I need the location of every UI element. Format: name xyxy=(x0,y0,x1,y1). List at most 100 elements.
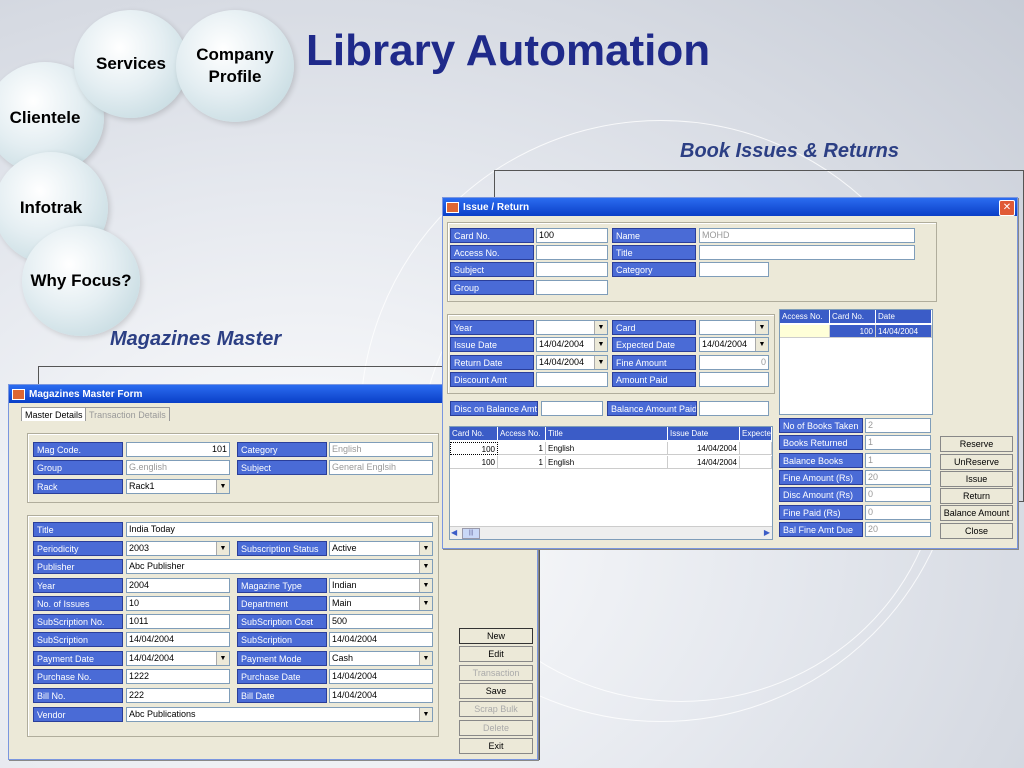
name-field[interactable]: MOHD xyxy=(699,228,915,243)
subject-field[interactable] xyxy=(536,262,608,277)
chevron-down-icon[interactable]: ▼ xyxy=(419,652,432,665)
bill-no-field[interactable]: 222 xyxy=(126,688,230,703)
category-field[interactable] xyxy=(699,262,769,277)
issue-grid[interactable]: Card No. Access No. Title Issue Date Exp… xyxy=(449,426,773,540)
chevron-down-icon[interactable]: ▼ xyxy=(216,542,229,555)
new-button[interactable]: New xyxy=(459,628,533,644)
grid-cell[interactable] xyxy=(740,456,772,469)
grid-header[interactable]: Title xyxy=(546,427,668,440)
year-select[interactable]: ▼ xyxy=(536,320,608,335)
delete-button[interactable]: Delete xyxy=(459,720,533,736)
grid-header[interactable]: Date xyxy=(876,310,932,323)
grid-header[interactable]: Issue Date xyxy=(668,427,740,440)
bill-date-field[interactable]: 14/04/2004 xyxy=(329,688,433,703)
reserve-button[interactable]: Reserve xyxy=(940,436,1013,452)
grid-cell[interactable]: 14/04/2004 xyxy=(876,325,932,338)
amount-paid-field[interactable] xyxy=(699,372,769,387)
department-select[interactable]: Main▼ xyxy=(329,596,433,611)
horizontal-scrollbar[interactable]: ◀ ||| ▶ xyxy=(450,526,772,539)
year-field[interactable]: 2004 xyxy=(126,578,230,593)
card-select[interactable]: ▼ xyxy=(699,320,769,335)
card-no-field[interactable]: 100 xyxy=(536,228,608,243)
chevron-down-icon[interactable]: ▼ xyxy=(216,480,229,493)
grid-cell[interactable]: English xyxy=(546,442,668,455)
stat-value[interactable]: 20 xyxy=(865,470,931,485)
grid-header[interactable]: Access No. xyxy=(498,427,546,440)
stat-value[interactable]: 1 xyxy=(865,435,931,450)
chevron-down-icon[interactable]: ▼ xyxy=(755,321,768,334)
grid-cell[interactable]: 14/04/2004 xyxy=(668,442,740,455)
subscription-to-field[interactable]: 14/04/2004 xyxy=(329,632,433,647)
subject-field[interactable]: General Englsih xyxy=(329,460,433,475)
nav-bubble-services[interactable]: Services xyxy=(74,10,188,118)
scroll-thumb[interactable]: ||| xyxy=(462,528,480,539)
grid-cell[interactable]: 1 xyxy=(498,442,546,455)
issue-date-select[interactable]: 14/04/2004▼ xyxy=(536,337,608,352)
title-field[interactable]: India Today xyxy=(126,522,433,537)
scroll-left-icon[interactable]: ◀ xyxy=(451,528,458,537)
fine-amount-field[interactable]: 0 xyxy=(699,355,769,370)
issues-field[interactable]: 10 xyxy=(126,596,230,611)
grid-cell[interactable]: 1 xyxy=(498,456,546,469)
chevron-down-icon[interactable]: ▼ xyxy=(419,542,432,555)
purchase-no-field[interactable]: 1222 xyxy=(126,669,230,684)
chevron-down-icon[interactable]: ▼ xyxy=(594,321,607,334)
grid-cell[interactable]: 100 xyxy=(450,456,498,469)
title-field[interactable] xyxy=(699,245,915,260)
rack-select[interactable]: Rack1▼ xyxy=(126,479,230,494)
stat-value[interactable]: 20 xyxy=(865,522,931,537)
return-date-select[interactable]: 14/04/2004▼ xyxy=(536,355,608,370)
vendor-select[interactable]: Abc Publications▼ xyxy=(126,707,433,722)
subscription-from-field[interactable]: 14/04/2004 xyxy=(126,632,230,647)
group-field[interactable]: G.english xyxy=(126,460,230,475)
purchase-date-field[interactable]: 14/04/2004 xyxy=(329,669,433,684)
subscription-status-select[interactable]: Active▼ xyxy=(329,541,433,556)
disc-balance-field[interactable] xyxy=(541,401,603,416)
subscription-no-field[interactable]: 1011 xyxy=(126,614,230,629)
unreserve-button[interactable]: UnReserve xyxy=(940,454,1013,470)
grid-header[interactable]: Access No. xyxy=(780,310,830,323)
chevron-down-icon[interactable]: ▼ xyxy=(419,560,432,573)
mag-code-field[interactable]: 101 xyxy=(126,442,230,457)
payment-date-select[interactable]: 14/04/2004▼ xyxy=(126,651,230,666)
grid-header[interactable]: Expecte xyxy=(740,427,772,440)
grid-header[interactable]: Card No. xyxy=(830,310,876,323)
return-button[interactable]: Return xyxy=(940,488,1013,504)
chevron-down-icon[interactable]: ▼ xyxy=(419,579,432,592)
transaction-button[interactable]: Transaction xyxy=(459,665,533,681)
issue-button[interactable]: Issue xyxy=(940,471,1013,487)
save-button[interactable]: Save xyxy=(459,683,533,699)
scrap-bulk-button[interactable]: Scrap Bulk xyxy=(459,701,533,717)
edit-button[interactable]: Edit xyxy=(459,646,533,662)
chevron-down-icon[interactable]: ▼ xyxy=(755,338,768,351)
grid-cell[interactable] xyxy=(740,442,772,455)
chevron-down-icon[interactable]: ▼ xyxy=(419,597,432,610)
nav-bubble-company-profile[interactable]: Company Profile xyxy=(176,10,294,122)
close-icon[interactable]: ✕ xyxy=(999,200,1015,216)
chevron-down-icon[interactable]: ▼ xyxy=(594,356,607,369)
stat-value[interactable]: 1 xyxy=(865,453,931,468)
chevron-down-icon[interactable]: ▼ xyxy=(594,338,607,351)
periodicity-select[interactable]: 2003▼ xyxy=(126,541,230,556)
grid-cell[interactable]: 14/04/2004 xyxy=(668,456,740,469)
publisher-select[interactable]: Abc Publisher▼ xyxy=(126,559,433,574)
grid-cell[interactable]: 100 xyxy=(450,442,498,455)
grid-header[interactable]: Card No. xyxy=(450,427,498,440)
stat-value[interactable]: 0 xyxy=(865,487,931,502)
reserve-grid[interactable]: Access No. Card No. Date 100 14/04/2004 xyxy=(779,309,933,415)
expected-date-select[interactable]: 14/04/2004▼ xyxy=(699,337,769,352)
stat-value[interactable]: 0 xyxy=(865,505,931,520)
discount-amt-field[interactable] xyxy=(536,372,608,387)
stat-value[interactable]: 2 xyxy=(865,418,931,433)
balance-paid-field[interactable] xyxy=(699,401,769,416)
balance-amount-button[interactable]: Balance Amount xyxy=(940,505,1013,521)
grid-cell[interactable] xyxy=(780,325,830,338)
tab-transaction-details[interactable]: Transaction Details xyxy=(85,407,170,421)
chevron-down-icon[interactable]: ▼ xyxy=(216,652,229,665)
group-field[interactable] xyxy=(536,280,608,295)
scroll-right-icon[interactable]: ▶ xyxy=(763,528,770,537)
grid-cell[interactable]: 100 xyxy=(830,325,876,338)
nav-bubble-why-focus[interactable]: Why Focus? xyxy=(22,226,140,336)
exit-button[interactable]: Exit xyxy=(459,738,533,754)
close-button[interactable]: Close xyxy=(940,523,1013,539)
